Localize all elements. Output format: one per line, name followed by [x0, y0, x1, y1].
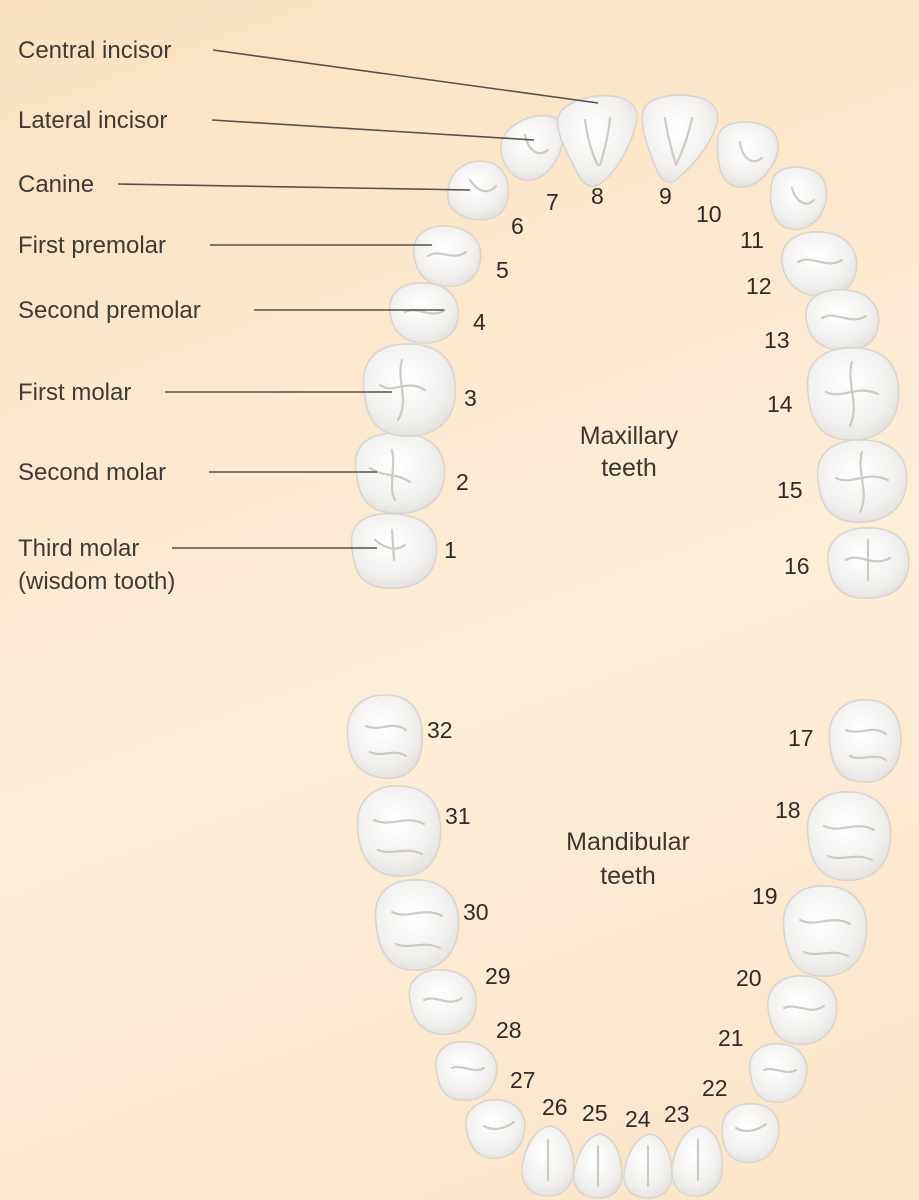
tooth-12 [781, 231, 858, 298]
mandibular-title-line1: Mandibular [566, 828, 690, 856]
tooth-28 [435, 1041, 498, 1102]
number-6: 6 [511, 213, 524, 239]
label-second-premolar: Second premolar [18, 297, 201, 324]
tooth-5 [413, 225, 482, 288]
tooth-13 [805, 288, 880, 352]
tooth-9 [641, 94, 719, 184]
tooth-19 [782, 885, 868, 977]
tooth-14 [806, 347, 900, 441]
leader-canine [117, 183, 471, 191]
maxillary-arch [350, 94, 910, 600]
tooth-23 [671, 1125, 724, 1197]
tooth-20 [767, 975, 838, 1045]
number-23: 23 [664, 1101, 690, 1127]
tooth-24 [623, 1133, 673, 1199]
number-20: 20 [736, 965, 762, 991]
number-32: 32 [427, 717, 453, 743]
number-3: 3 [464, 385, 477, 411]
maxillary-title-line2: teeth [601, 454, 657, 482]
number-2: 2 [456, 469, 469, 495]
number-18: 18 [775, 797, 801, 823]
number-14: 14 [767, 391, 793, 417]
tooth-numbers: 1 2 3 4 5 6 7 8 9 10 11 12 13 14 15 16 1… [427, 183, 814, 1132]
tooth-4 [389, 282, 459, 344]
number-21: 21 [718, 1025, 744, 1051]
tooth-18 [806, 791, 892, 882]
label-lateral-incisor: Lateral incisor [18, 107, 167, 134]
number-12: 12 [746, 273, 772, 299]
number-25: 25 [582, 1100, 608, 1126]
number-28: 28 [496, 1017, 522, 1043]
number-27: 27 [510, 1067, 536, 1093]
number-16: 16 [784, 553, 810, 579]
tooth-1 [350, 512, 438, 590]
mandibular-arch [346, 694, 902, 1199]
label-first-molar: First molar [18, 379, 131, 406]
tooth-16 [827, 527, 910, 600]
label-second-molar: Second molar [18, 459, 166, 486]
tooth-27 [465, 1099, 526, 1160]
number-10: 10 [696, 201, 722, 227]
tooth-30 [374, 879, 460, 971]
leader-lateral-incisor [211, 119, 535, 141]
tooth-10 [716, 121, 779, 188]
tooth-11 [769, 166, 828, 231]
tooth-2 [354, 432, 446, 515]
label-third-molar: Third molar [18, 535, 139, 562]
label-canine: Canine [18, 171, 94, 198]
number-17: 17 [788, 725, 814, 751]
tooth-type-labels: Central incisor Lateral incisor Canine F… [18, 37, 201, 595]
number-4: 4 [473, 309, 486, 335]
tooth-31 [356, 785, 442, 878]
label-central-incisor: Central incisor [18, 37, 171, 64]
tooth-15 [816, 439, 908, 523]
number-9: 9 [659, 183, 672, 209]
number-7: 7 [546, 189, 559, 215]
number-1: 1 [444, 537, 457, 563]
label-wisdom-tooth: (wisdom tooth) [18, 568, 175, 595]
tooth-21 [749, 1043, 808, 1104]
tooth-25 [573, 1133, 623, 1199]
tooth-7 [500, 114, 564, 181]
number-26: 26 [542, 1094, 568, 1120]
tooth-17 [828, 699, 902, 783]
number-8: 8 [591, 183, 604, 209]
maxillary-title-line1: Maxillary [580, 422, 679, 450]
arch-titles: Maxillary teeth Mandibular teeth [566, 422, 690, 890]
tooth-26 [521, 1125, 575, 1197]
tooth-6 [446, 160, 510, 221]
number-13: 13 [764, 327, 790, 353]
number-15: 15 [777, 477, 803, 503]
tooth-22 [721, 1103, 780, 1164]
number-11: 11 [740, 227, 764, 253]
tooth-3 [362, 343, 457, 437]
number-22: 22 [702, 1075, 728, 1101]
number-29: 29 [485, 963, 511, 989]
tooth-29 [408, 969, 477, 1035]
number-19: 19 [752, 883, 778, 909]
label-first-premolar: First premolar [18, 232, 166, 259]
tooth-32 [346, 694, 424, 780]
number-30: 30 [463, 899, 489, 925]
tooth-8 [556, 94, 638, 188]
number-5: 5 [496, 257, 509, 283]
leader-central-incisor [212, 49, 599, 104]
number-24: 24 [625, 1106, 651, 1132]
number-31: 31 [445, 803, 471, 829]
mandibular-title-line2: teeth [600, 862, 656, 890]
leader-lines [117, 49, 599, 549]
